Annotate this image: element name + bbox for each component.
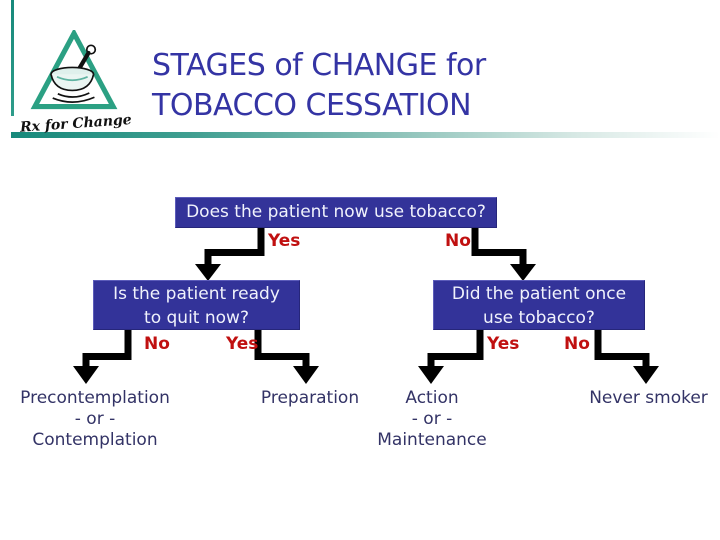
branch-label-ready-yes: Yes — [226, 334, 259, 354]
outcome-action-line-1: Action — [405, 388, 459, 408]
branch-label-root-no: No — [445, 231, 471, 251]
once-question-line-1: Did the patient once — [451, 284, 627, 304]
rx-for-change-logo: Rx for Change — [20, 30, 132, 136]
ready-question-line-1: Is the patient ready — [113, 284, 280, 304]
connector-once-yes — [418, 330, 484, 384]
connector-ready-yes — [254, 330, 319, 384]
question-box-ready-to-quit: Is the patient ready to quit now? — [93, 280, 300, 330]
header-divider — [11, 132, 720, 138]
question-box-once-used: Did the patient once use tobacco? — [433, 280, 645, 330]
connector-root-yes — [195, 228, 265, 281]
connector-once-no — [594, 330, 659, 384]
connector-root-no — [471, 228, 536, 281]
outcome-precontemplation-line-2: - or - — [74, 409, 116, 429]
outcome-precontemplation: Precontemplation - or - Contemplation — [10, 388, 180, 451]
outcome-action-maintenance: Action - or - Maintenance — [367, 388, 497, 451]
branch-label-once-yes: Yes — [487, 334, 520, 354]
title-line-2: TOBACCO CESSATION — [152, 88, 472, 123]
title-line-1: STAGES of CHANGE for — [152, 48, 486, 83]
outcome-preparation: Preparation — [260, 388, 360, 408]
once-question-line-2: use tobacco? — [483, 308, 595, 328]
page-title: STAGES of CHANGE for TOBACCO CESSATION — [152, 46, 712, 126]
outcome-precontemplation-line-3: Contemplation — [32, 430, 158, 450]
branch-label-ready-no: No — [144, 334, 170, 354]
outcome-action-line-2: - or - — [411, 409, 453, 429]
connector-ready-no — [73, 330, 132, 384]
outcome-precontemplation-line-1: Precontemplation — [20, 388, 170, 408]
left-accent-bar — [11, 0, 14, 116]
question-box-root: Does the patient now use tobacco? — [175, 197, 497, 228]
outcome-never-smoker: Never smoker — [589, 388, 708, 408]
ready-question-line-2: to quit now? — [144, 308, 249, 328]
branch-label-root-yes: Yes — [268, 231, 301, 251]
mortar-pestle-icon — [30, 30, 118, 110]
branch-label-once-no: No — [564, 334, 590, 354]
outcome-action-line-3: Maintenance — [377, 430, 487, 450]
